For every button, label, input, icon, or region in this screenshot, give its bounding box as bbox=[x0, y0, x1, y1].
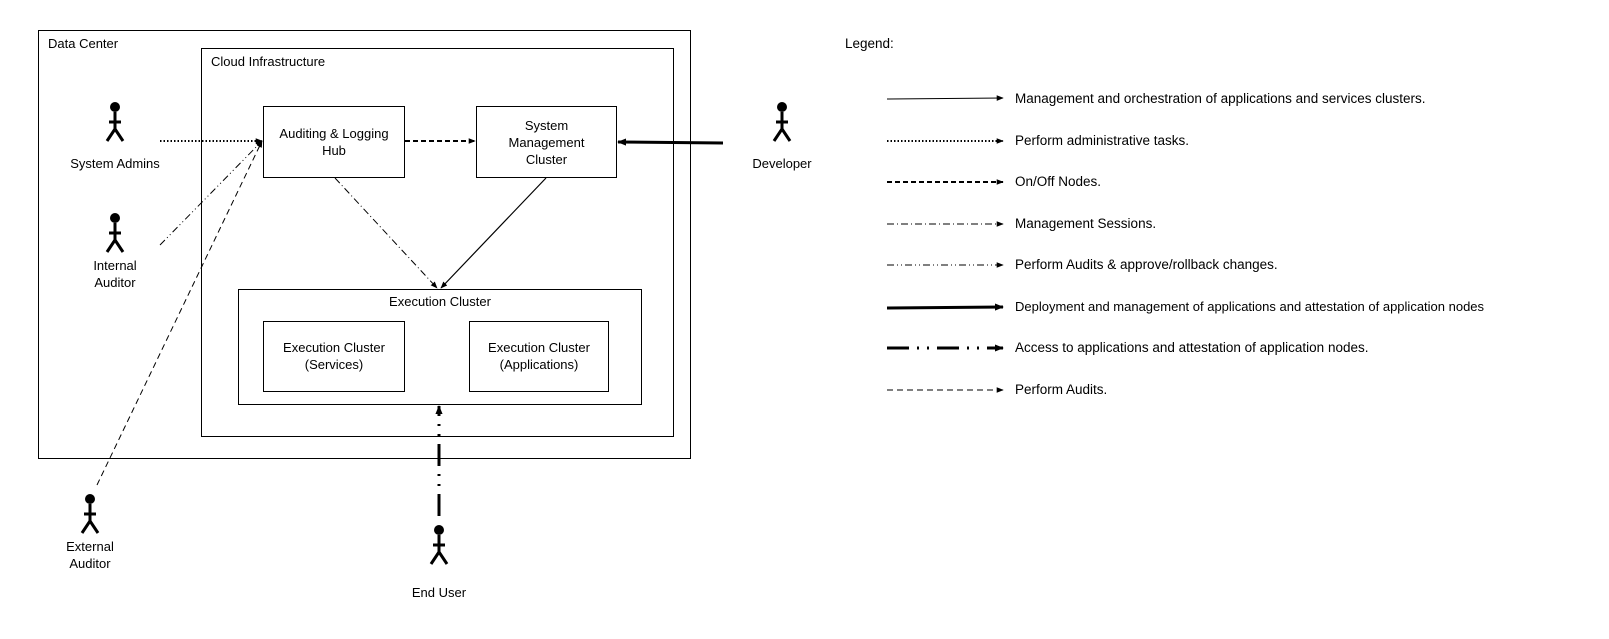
external-auditor-label-2: Auditor bbox=[69, 556, 111, 571]
exec-services-line-1: Execution Cluster bbox=[283, 340, 385, 355]
cloud-infrastructure-label: Cloud Infrastructure bbox=[211, 54, 326, 69]
internal-auditor-label-2: Auditor bbox=[94, 275, 136, 290]
auditing-hub-line-2: Hub bbox=[322, 143, 346, 158]
system-management-line-3: Cluster bbox=[525, 152, 568, 167]
legend-line-solid-thick bbox=[886, 303, 1004, 311]
end-user-label: End User bbox=[411, 585, 467, 600]
internal-auditor-to-hub-arrow bbox=[159, 140, 263, 246]
legend-item-solid-thick: Deployment and management of application… bbox=[1015, 299, 1485, 314]
cloud-infrastructure-container bbox=[201, 48, 674, 437]
legend-item-dotted: Perform administrative tasks. bbox=[1015, 133, 1190, 148]
developer-label: Developer bbox=[752, 156, 812, 171]
system-admins-icon bbox=[105, 102, 125, 142]
legend-item-dashed-light: Perform Audits. bbox=[1015, 382, 1108, 397]
legend-item-dashed: On/Off Nodes. bbox=[1015, 174, 1102, 189]
developer-to-management-arrow bbox=[617, 138, 724, 146]
hub-to-execution-arrow bbox=[334, 177, 438, 289]
system-admins-label: System Admins bbox=[70, 156, 160, 171]
legend-item-dash-dot: Management Sessions. bbox=[1015, 216, 1157, 231]
internal-auditor-label-1: Internal bbox=[93, 258, 137, 273]
end-user-icon bbox=[429, 525, 449, 565]
system-management-cluster bbox=[476, 106, 617, 178]
external-auditor-to-hub-arrow bbox=[96, 140, 263, 486]
execution-cluster-container bbox=[238, 289, 642, 405]
exec-applications-line-1: Execution Cluster bbox=[488, 340, 590, 355]
data-center-container bbox=[38, 30, 691, 459]
external-auditor-label-1: External bbox=[66, 539, 114, 554]
system-management-line-2: Management bbox=[508, 135, 585, 150]
legend-item-solid-thin: Management and orchestration of applicat… bbox=[1015, 91, 1426, 106]
system-management-line-1: System bbox=[524, 118, 569, 133]
developer-icon bbox=[772, 102, 792, 142]
management-to-execution-arrow bbox=[440, 177, 547, 289]
execution-cluster-applications bbox=[469, 321, 609, 392]
legend-line-solid-thin bbox=[886, 95, 1004, 101]
exec-services-line-2: (Services) bbox=[304, 357, 364, 372]
legend-item-dash-dot-dot: Perform Audits & approve/rollback change… bbox=[1015, 257, 1278, 272]
data-center-label: Data Center bbox=[48, 36, 119, 51]
auditing-logging-hub bbox=[263, 106, 405, 178]
auditing-hub-line-1: Auditing & Logging bbox=[279, 126, 389, 141]
execution-cluster-label: Execution Cluster bbox=[389, 294, 491, 309]
execution-cluster-services bbox=[263, 321, 405, 392]
exec-applications-line-2: (Applications) bbox=[499, 357, 579, 372]
legend-title: Legend: bbox=[845, 36, 894, 51]
external-auditor-icon bbox=[80, 494, 100, 534]
legend-item-thick-dash-dot-dot: Access to applications and attestation o… bbox=[1015, 340, 1369, 355]
internal-auditor-icon bbox=[105, 213, 125, 253]
